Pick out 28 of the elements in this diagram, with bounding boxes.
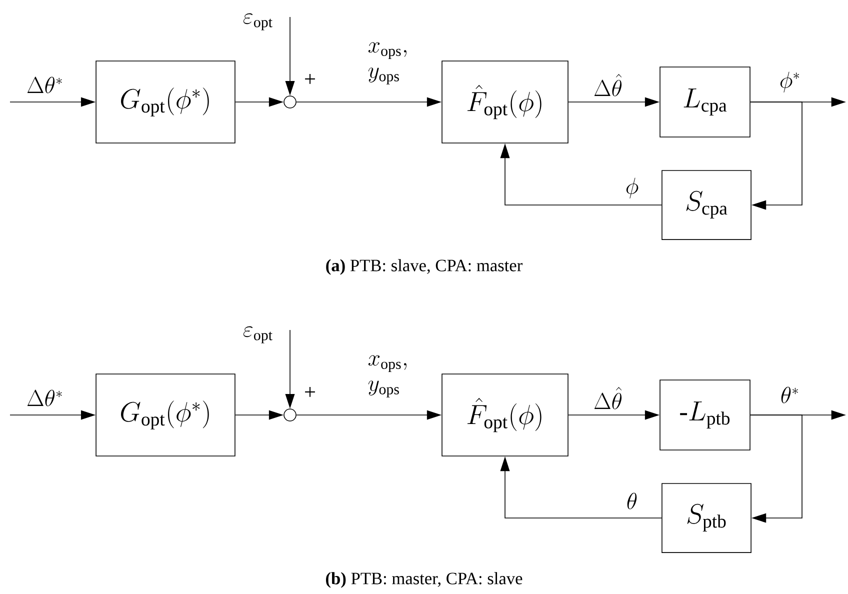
edge-label: $\Delta\hat{\theta}$ [592, 72, 624, 98]
block-box: $S_{\mathrm{cpa}}$ [662, 170, 752, 240]
block-box: $\hat{F}_{\mathrm{opt}}(\phi)$ [442, 60, 568, 144]
caption: (a) PTB: slave, CPA: master [326, 259, 522, 275]
edge-label: $\begin{array}{l}x_{\mathrm{ops}},\\ y_{\mathrm{ops}}\end{array}$ [360, 346, 416, 400]
block-box: $L_{\mathrm{cpa}}$ [660, 66, 750, 138]
block-box: $\hat{F}_{\mathrm{opt}}(\phi)$ [442, 374, 568, 456]
edge-label: $\phi^*$ [778, 70, 802, 94]
arrow [750, 414, 802, 523]
block-box: $G_{\mathrm{opt}}(\phi^*)$ [96, 374, 236, 456]
edge-label: $\phi$ [624, 176, 640, 200]
edge-label: $\theta^*$ [779, 386, 801, 404]
edge-label: $\Delta\theta^*$ [25, 76, 65, 94]
edge-label: $\Delta\hat{\theta}$ [592, 386, 624, 410]
block-box: $S_{\mathrm{ptb}}$ [662, 483, 752, 553]
edge-label: $\varepsilon_{\mathrm{opt}}$ [242, 325, 274, 345]
edge-label: $\Delta\theta^*$ [25, 388, 65, 408]
block-box: $\text{-}L_{\mathrm{ptb}}$ [660, 380, 750, 450]
edge-label: $\begin{array}{l}x_{\mathrm{ops}},\\ y_{\mathrm{ops}}\end{array}$ [360, 33, 416, 87]
caption: (b) PTB: master, CPA: slave [326, 572, 522, 588]
summing-junction [284, 408, 296, 422]
plus-sign: + [305, 74, 315, 84]
block-box: $G_{\mathrm{opt}}(\phi^*)$ [96, 60, 236, 144]
edge-label: $\theta$ [625, 492, 639, 510]
summing-junction [284, 96, 296, 108]
plus-sign: + [305, 386, 315, 397]
arrow [750, 102, 802, 210]
edge-label: $\varepsilon_{\mathrm{opt}}$ [242, 12, 274, 32]
